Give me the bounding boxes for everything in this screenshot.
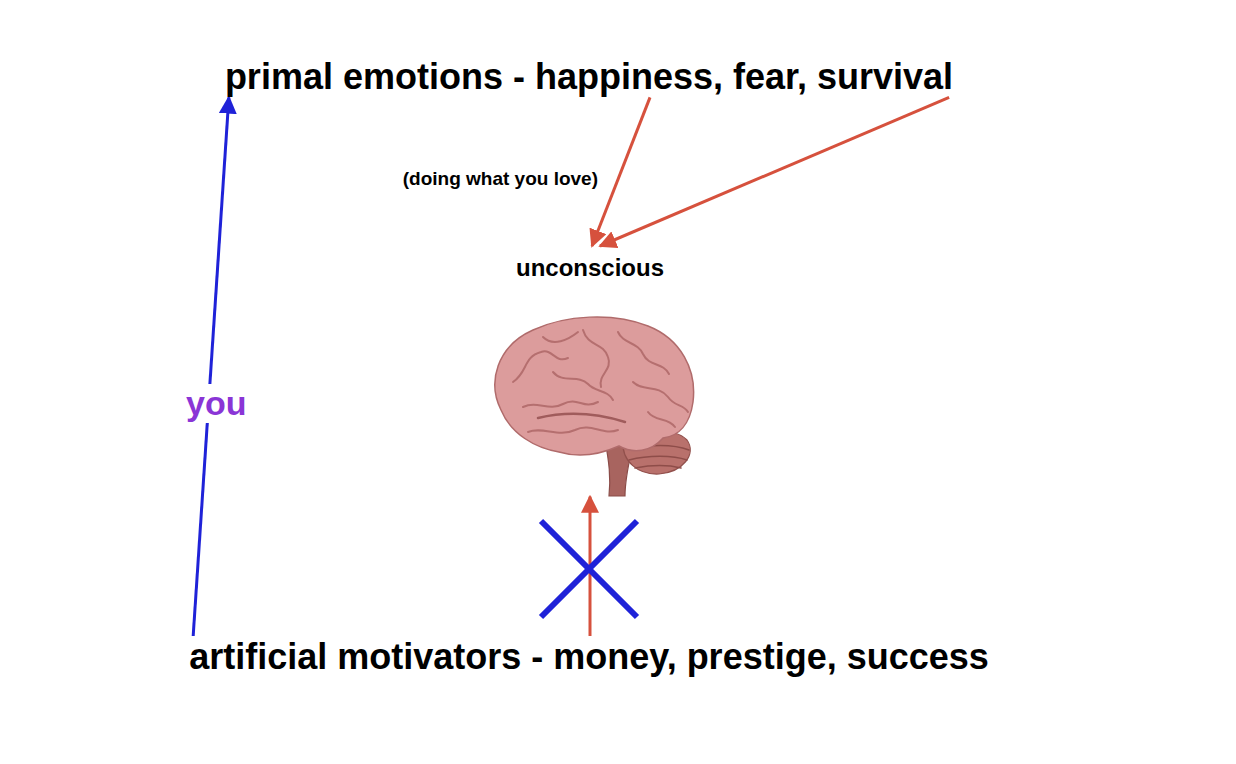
edge-label: you [184, 384, 248, 423]
brain-illustration [483, 312, 698, 497]
brain-fold [618, 332, 669, 374]
brain-fold [528, 427, 618, 432]
emotion-arrow [600, 97, 949, 246]
brain-fold [635, 465, 681, 467]
brain-fissure [538, 413, 625, 421]
brain-fold [648, 412, 675, 427]
brain-fold [583, 330, 609, 387]
brain-fold [523, 401, 598, 407]
brain-fold [553, 372, 613, 400]
brain-node: unconscious [475, 246, 705, 497]
you-arrow [193, 97, 229, 636]
emotion-heading: primal emotions - happiness, fear, survi… [225, 56, 953, 97]
blocked-cross [541, 521, 637, 617]
brain-fold [629, 456, 687, 460]
motivator-heading: artificial motivators - money, prestige,… [189, 636, 989, 677]
brain-cerebrum [494, 317, 693, 455]
node-text: primal emotions - happiness, fear, survi… [225, 56, 953, 97]
node-text: artificial motivators - money, prestige,… [189, 636, 989, 677]
brain-fold [633, 382, 688, 412]
emotion-arrow [592, 97, 650, 246]
brain-fold [543, 332, 578, 342]
edge-label: (doing what you love) [401, 168, 600, 190]
blocked-cross [541, 521, 637, 617]
node-text: unconscious [475, 254, 705, 282]
